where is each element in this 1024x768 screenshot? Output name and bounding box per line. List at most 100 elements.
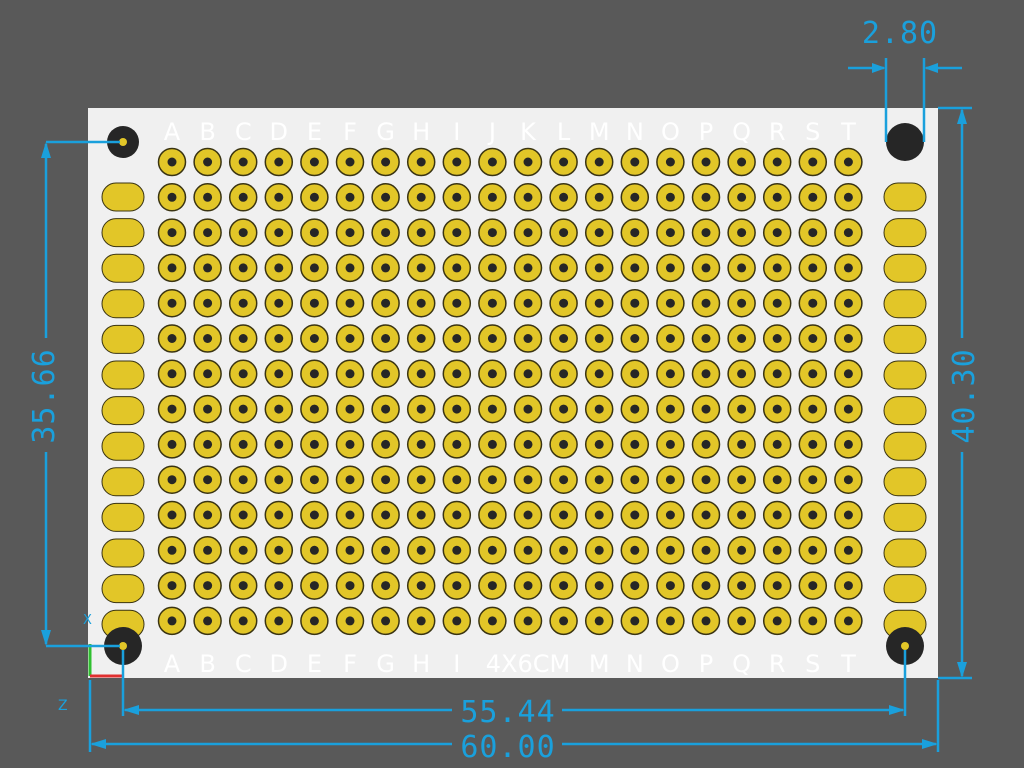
dimension-hole-diameter: 2.80 <box>848 16 962 142</box>
pad-hole <box>808 475 818 485</box>
pad-hole <box>238 475 248 485</box>
side-pad-right <box>883 218 927 248</box>
column-label-bottom: M <box>589 650 610 678</box>
pad-hole <box>843 545 853 555</box>
pad-hole <box>167 369 177 379</box>
column-label-top: A <box>164 118 181 146</box>
pad-hole <box>772 545 782 555</box>
pad-hole <box>630 334 640 343</box>
pad-hole <box>416 439 426 449</box>
dimension-board-height: 40.30 <box>938 106 982 680</box>
mounting-hole-center-tl <box>119 138 127 146</box>
pad-hole <box>843 369 853 379</box>
pad-hole <box>238 545 248 555</box>
pad-hole <box>523 157 533 167</box>
column-label-bottom: E <box>307 650 322 678</box>
pad-hole <box>594 616 604 626</box>
pad-hole <box>737 545 747 555</box>
pad-hole <box>630 581 640 591</box>
pad-hole <box>416 404 426 414</box>
pad-hole <box>808 404 818 414</box>
pad-hole <box>487 616 497 626</box>
side-pad-right <box>883 502 927 532</box>
pad-hole <box>381 545 391 555</box>
pad-hole <box>630 545 640 555</box>
pad-hole <box>416 263 426 273</box>
pad-hole <box>701 439 711 449</box>
pad-hole <box>487 581 497 591</box>
pad-hole <box>238 439 248 449</box>
dimension-hole-diameter-label: 2.80 <box>862 16 938 51</box>
column-label-top: Q <box>732 118 751 146</box>
pad-hole <box>772 157 782 167</box>
pad-hole <box>737 192 747 202</box>
pad-hole <box>238 192 248 202</box>
pad-hole <box>487 545 497 555</box>
side-pad-left <box>101 538 145 568</box>
side-pad-right <box>883 538 927 568</box>
pad-hole <box>843 263 853 273</box>
pad-hole <box>523 510 533 520</box>
left-side-pads <box>101 182 145 639</box>
pad-hole <box>523 545 533 555</box>
dimension-horizontal-pitch: 55.44 <box>121 650 907 730</box>
pad-hole <box>238 616 248 626</box>
column-label-bottom: S <box>805 650 820 678</box>
pad-hole <box>559 228 569 238</box>
pad-hole <box>274 439 284 449</box>
pad-hole <box>559 192 569 202</box>
pad-hole <box>238 369 248 379</box>
column-label-top: G <box>376 118 395 146</box>
pad-hole <box>701 228 711 238</box>
pad-hole <box>665 616 675 626</box>
pad-hole <box>701 581 711 591</box>
pad-hole <box>416 228 426 238</box>
pad-hole <box>630 510 640 520</box>
side-pad-right <box>883 396 927 426</box>
pad-hole <box>238 510 248 520</box>
pad-hole <box>416 475 426 485</box>
pad-hole <box>808 510 818 520</box>
pad-hole <box>559 334 569 343</box>
pad-hole <box>452 157 462 167</box>
pad-hole <box>167 545 177 555</box>
pad-hole <box>559 263 569 273</box>
pad-hole <box>737 581 747 591</box>
pad-grid <box>157 147 863 636</box>
pad-hole <box>345 228 355 238</box>
pad-hole <box>345 475 355 485</box>
pad-hole <box>309 581 319 591</box>
pad-hole <box>381 334 391 343</box>
pad-hole <box>238 404 248 414</box>
pad-hole <box>203 475 213 485</box>
column-label-top: N <box>626 118 644 146</box>
dimension-annotations: 2.80 35.66 40.30 <box>27 16 982 765</box>
pad-hole <box>416 369 426 379</box>
pad-hole <box>559 298 569 308</box>
pad-hole <box>274 192 284 202</box>
pad-hole <box>487 510 497 520</box>
pad-hole <box>808 439 818 449</box>
pad-hole <box>843 228 853 238</box>
pad-hole <box>665 263 675 273</box>
pad-hole <box>523 581 533 591</box>
side-pad-left <box>101 431 145 461</box>
pad-hole <box>772 334 782 343</box>
pad-hole <box>594 228 604 238</box>
dimension-vertical-pitch-label: 35.66 <box>27 348 62 443</box>
pad-hole <box>523 192 533 202</box>
pad-hole <box>238 263 248 273</box>
column-label-bottom: H <box>412 650 430 678</box>
pad-hole <box>452 298 462 308</box>
pad-hole <box>203 334 213 343</box>
side-pad-right <box>883 289 927 319</box>
pad-hole <box>345 192 355 202</box>
mounting-hole-center-br <box>901 642 909 650</box>
pad-hole <box>203 510 213 520</box>
pad-hole <box>487 298 497 308</box>
column-label-bottom: P <box>699 650 713 678</box>
column-label-bottom: N <box>626 650 644 678</box>
pad-hole <box>559 616 569 626</box>
pad-hole <box>594 157 604 167</box>
